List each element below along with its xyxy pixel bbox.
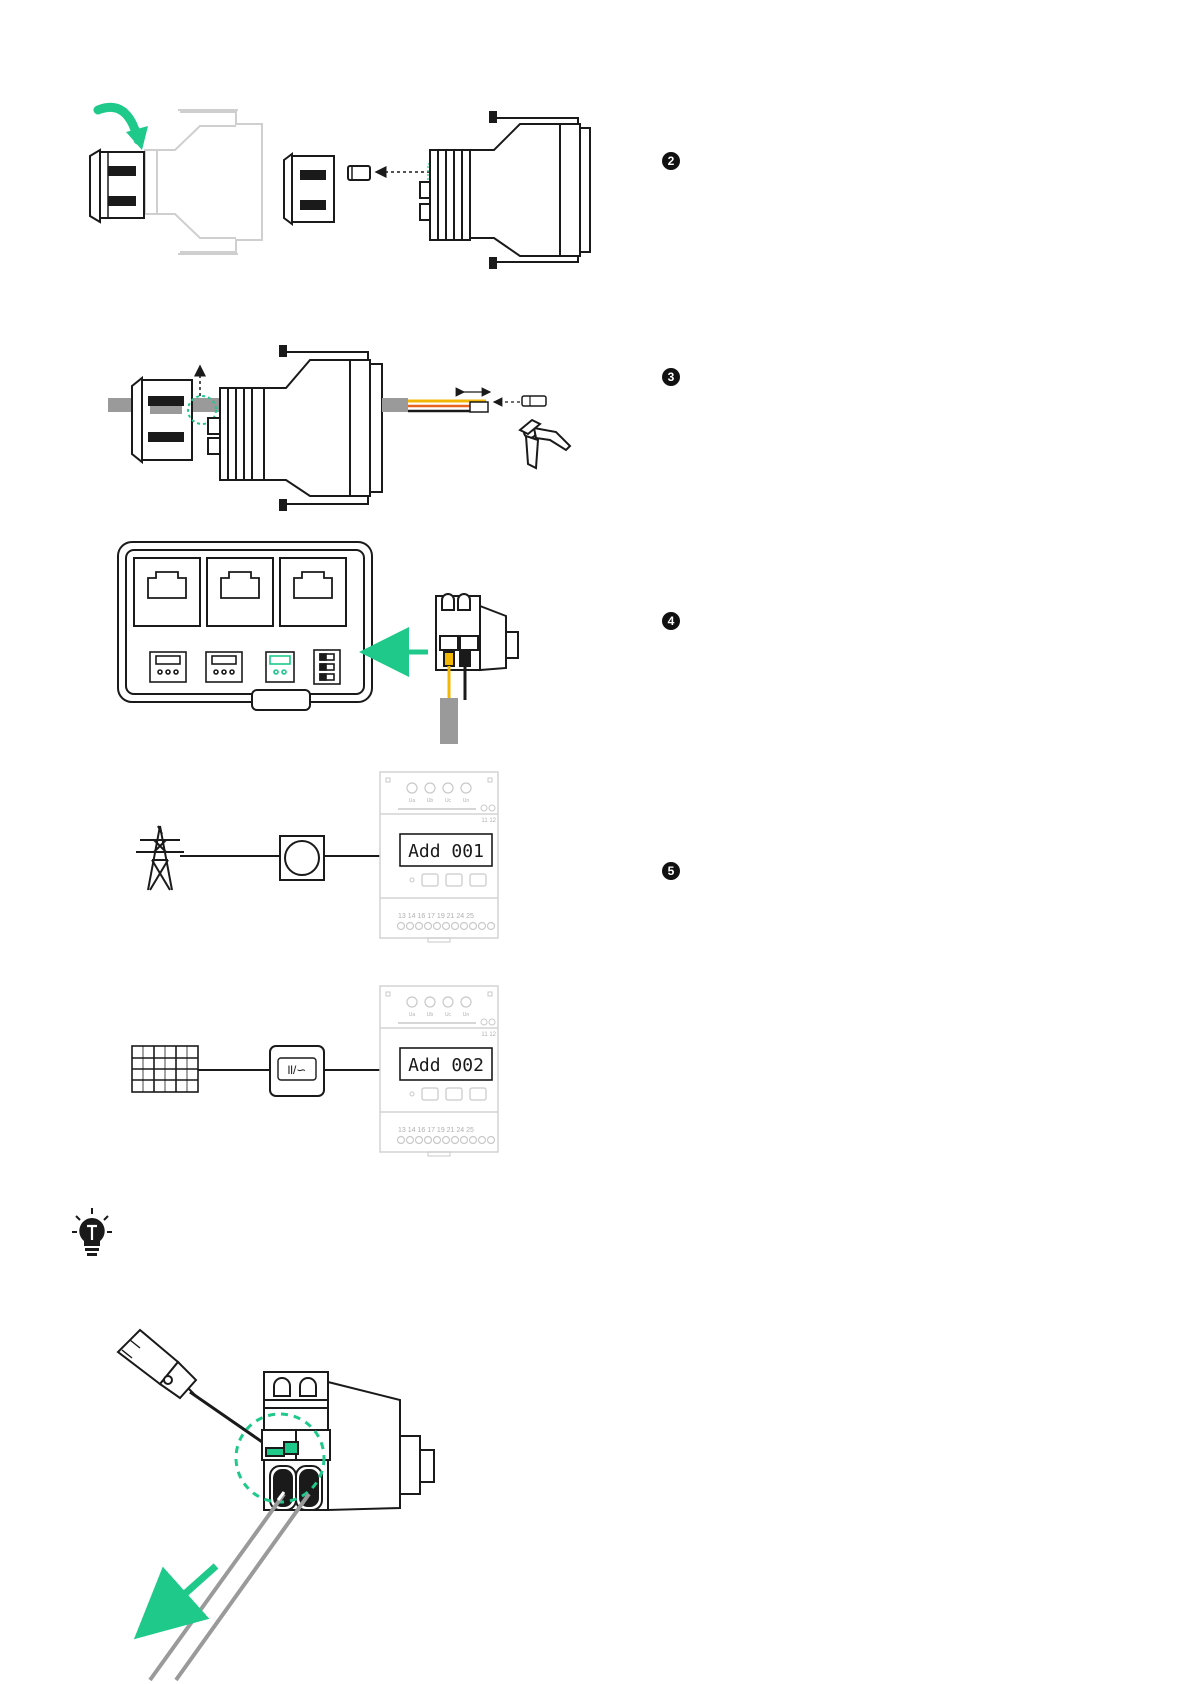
meter2-label-ua: Ua bbox=[409, 1012, 416, 1018]
gland-nut-middle bbox=[284, 154, 334, 224]
step-4-illustration bbox=[118, 542, 518, 744]
ferrule bbox=[522, 396, 546, 406]
meter1-label-ub: Ub bbox=[427, 798, 434, 804]
step-2-illustration bbox=[90, 107, 590, 268]
ct-sensor-box bbox=[280, 836, 324, 880]
inverter-symbol: ll/∽ bbox=[288, 1063, 307, 1077]
step-5-grid-meter-scene bbox=[136, 826, 380, 890]
terminal-block-target bbox=[266, 652, 294, 682]
meter2-label-ub: Ub bbox=[427, 1012, 434, 1018]
meter2-terminal-numbers: 13 14 16 17 19 21 24 25 bbox=[398, 1127, 474, 1134]
gland-nut-left bbox=[90, 150, 144, 222]
rj45-port-1 bbox=[134, 558, 200, 626]
energy-meter-2: Ua Ub Uc Un 11 12 Add 002 13 14 16 17 19… bbox=[380, 986, 498, 1156]
meter1-display: Add 001 bbox=[408, 841, 484, 862]
gland-nut-step3 bbox=[132, 378, 192, 462]
meter1-side-numbers: 11 12 bbox=[481, 818, 496, 824]
terminal-plug bbox=[436, 594, 518, 670]
terminal-block-large bbox=[262, 1372, 434, 1510]
meter2-label-un: Un bbox=[463, 1012, 470, 1018]
meter2-side-numbers: 11 12 bbox=[481, 1032, 496, 1038]
connector-housing-right bbox=[420, 112, 590, 268]
transmission-tower-icon bbox=[136, 826, 184, 890]
energy-meter-1: Ua Ub Uc Un 11 12 Add 001 13 14 16 17 19… bbox=[380, 772, 498, 942]
meter1-label-uc: Uc bbox=[445, 798, 452, 804]
meter1-label-ua: Ua bbox=[409, 798, 416, 804]
cable-step4 bbox=[440, 698, 458, 744]
solar-panel-icon bbox=[132, 1046, 198, 1092]
pull-out-arrow bbox=[160, 1566, 216, 1616]
connector-housing-step3 bbox=[208, 346, 382, 510]
crimping-tool-icon bbox=[520, 420, 570, 468]
dip-switch bbox=[314, 650, 340, 684]
meter2-display: Add 002 bbox=[408, 1055, 484, 1076]
faint-connector-body bbox=[145, 110, 262, 254]
meter1-terminal-numbers: 13 14 16 17 19 21 24 25 bbox=[398, 913, 474, 920]
step-3-illustration bbox=[108, 346, 570, 510]
step-5-pv-meter-scene: ll/∽ bbox=[132, 1046, 380, 1096]
terminal-block-2 bbox=[206, 652, 242, 682]
rj45-port-2 bbox=[207, 558, 273, 626]
terminal-release-illustration bbox=[118, 1330, 434, 1680]
meter2-label-uc: Uc bbox=[445, 1012, 452, 1018]
meter1-label-un: Un bbox=[463, 798, 470, 804]
tip-lightbulb-icon bbox=[72, 1208, 112, 1256]
terminal-block-1 bbox=[150, 652, 186, 682]
rj45-port-3 bbox=[280, 558, 346, 626]
